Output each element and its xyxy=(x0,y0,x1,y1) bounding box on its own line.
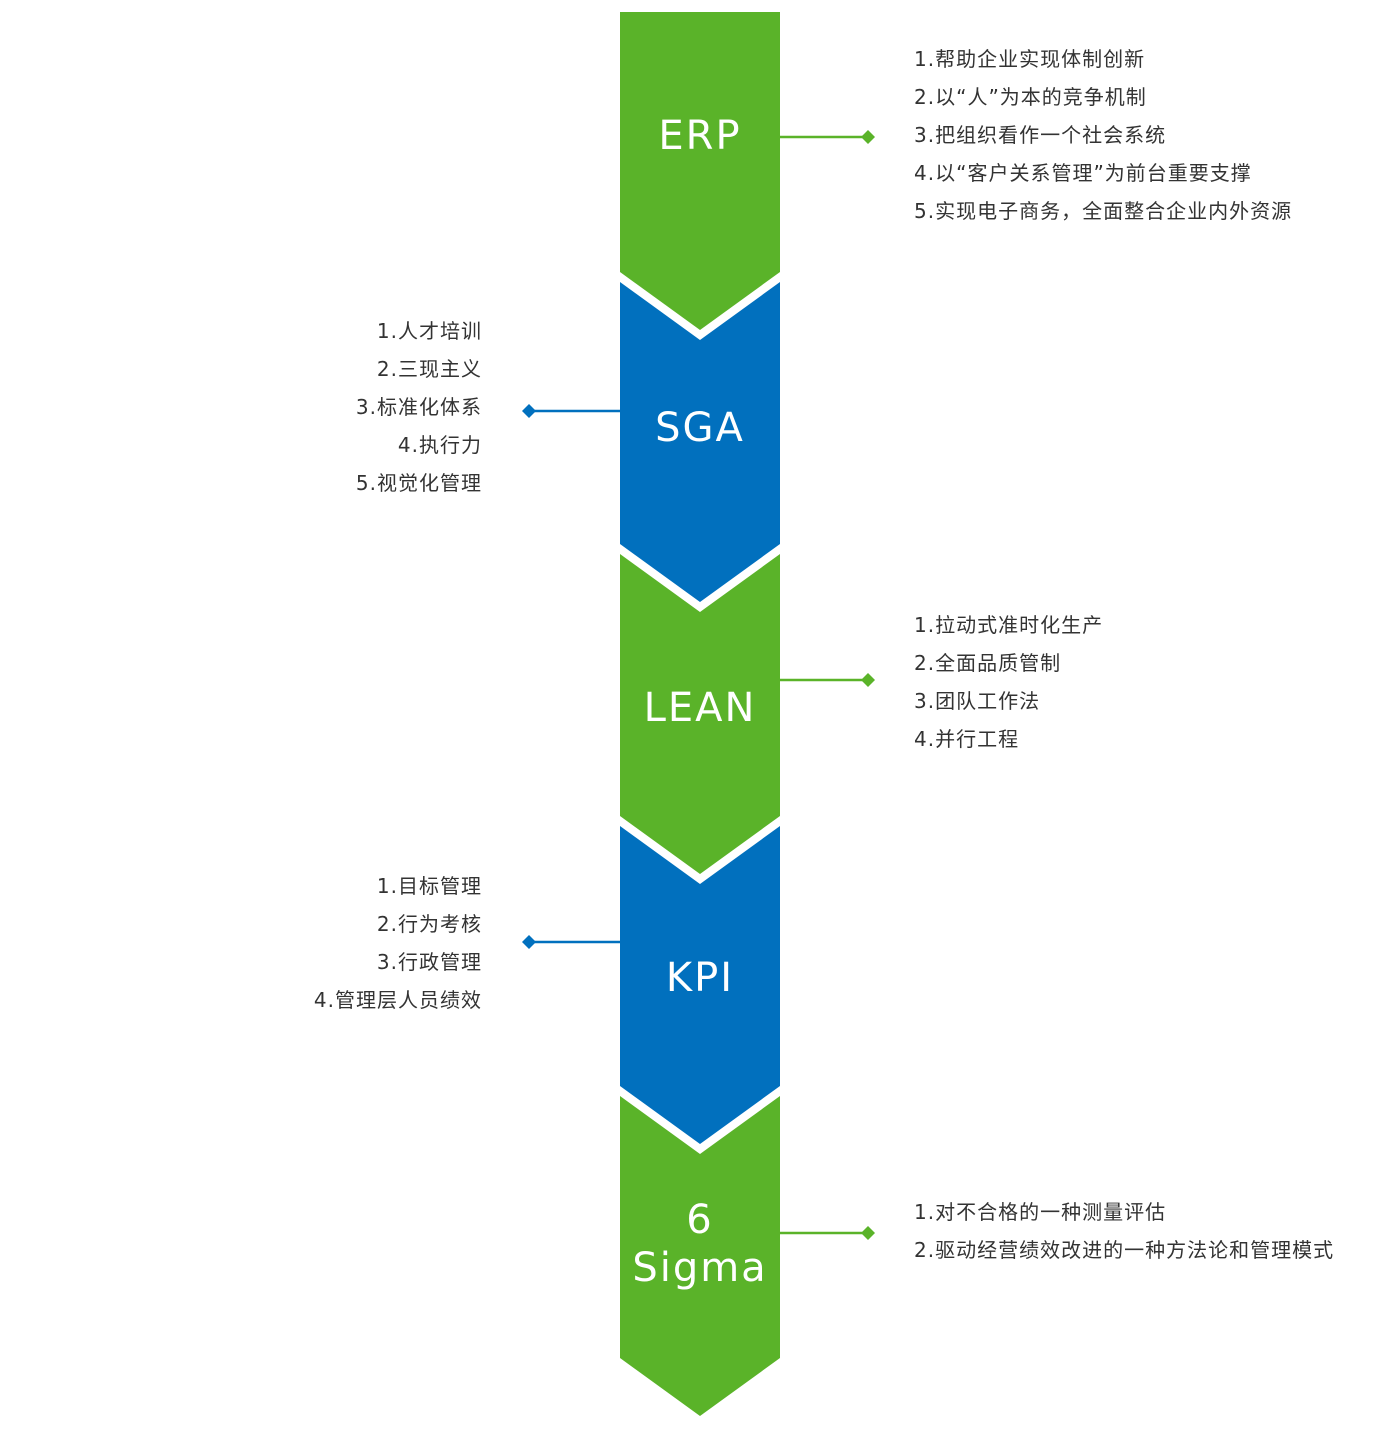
list-item: 2.全面品质管制 xyxy=(914,651,1062,675)
list-item: 2.以“人”为本的竞争机制 xyxy=(914,85,1147,109)
chevron-erp xyxy=(620,12,780,330)
connector-group xyxy=(522,130,875,1240)
list-item: 1.拉动式准时化生产 xyxy=(914,613,1104,637)
list-item: 2.三现主义 xyxy=(376,357,482,381)
stage-label-lean: LEAN xyxy=(620,684,780,732)
chevron-group xyxy=(620,12,780,1416)
list-item: 5.实现电子商务，全面整合企业内外资源 xyxy=(914,199,1293,223)
stage-label-6-sigma-line-2: Sigma xyxy=(632,1245,768,1291)
list-item: 1.目标管理 xyxy=(376,874,482,898)
diamond-marker-icon xyxy=(861,130,875,144)
stage-label-erp: ERP xyxy=(620,112,780,160)
stage-label-kpi-line: KPI xyxy=(665,955,735,1001)
stage-items-sga: 1.人才培训 2.三现主义 3.标准化体系 4.执行力 5.视觉化管理 xyxy=(356,312,482,502)
stage-label-kpi: KPI xyxy=(620,954,780,1002)
stage-label-6-sigma: 6 Sigma xyxy=(620,1196,780,1292)
stage-label-sga-line: SGA xyxy=(655,405,745,451)
chevron-sga xyxy=(620,282,780,602)
stage-items-6-sigma: 1.对不合格的一种测量评估 2.驱动经营绩效改进的一种方法论和管理模式 xyxy=(914,1193,1334,1269)
list-item: 4.管理层人员绩效 xyxy=(313,988,482,1012)
list-item: 4.并行工程 xyxy=(914,727,1020,751)
diamond-marker-icon xyxy=(522,935,536,949)
stage-items-kpi: 1.目标管理 2.行为考核 3.行政管理 4.管理层人员绩效 xyxy=(314,867,482,1019)
stage-label-erp-line: ERP xyxy=(658,113,742,159)
stage-label-sga: SGA xyxy=(620,404,780,452)
list-item: 1.人才培训 xyxy=(376,319,482,343)
diamond-marker-icon xyxy=(861,673,875,687)
chevron-6-sigma xyxy=(620,1096,780,1416)
list-item: 4.以“客户关系管理”为前台重要支撑 xyxy=(914,161,1252,185)
stage-label-6-sigma-line-1: 6 xyxy=(686,1197,714,1243)
diamond-marker-icon xyxy=(522,404,536,418)
list-item: 2.行为考核 xyxy=(376,912,482,936)
stage-label-lean-line: LEAN xyxy=(643,685,757,731)
diamond-marker-icon xyxy=(861,1226,875,1240)
stage-items-erp: 1.帮助企业实现体制创新 2.以“人”为本的竞争机制 3.把组织看作一个社会系统… xyxy=(914,40,1292,230)
chevron-kpi xyxy=(620,826,780,1144)
list-item: 5.视觉化管理 xyxy=(355,471,482,495)
list-item: 3.标准化体系 xyxy=(355,395,482,419)
chevron-lean xyxy=(620,554,780,874)
list-item: 4.执行力 xyxy=(397,433,482,457)
stage-items-lean: 1.拉动式准时化生产 2.全面品质管制 3.团队工作法 4.并行工程 xyxy=(914,606,1103,758)
list-item: 1.对不合格的一种测量评估 xyxy=(914,1200,1167,1224)
list-item: 3.团队工作法 xyxy=(914,689,1041,713)
list-item: 2.驱动经营绩效改进的一种方法论和管理模式 xyxy=(914,1238,1335,1262)
list-item: 3.把组织看作一个社会系统 xyxy=(914,123,1167,147)
list-item: 1.帮助企业实现体制创新 xyxy=(914,47,1146,71)
list-item: 3.行政管理 xyxy=(376,950,482,974)
